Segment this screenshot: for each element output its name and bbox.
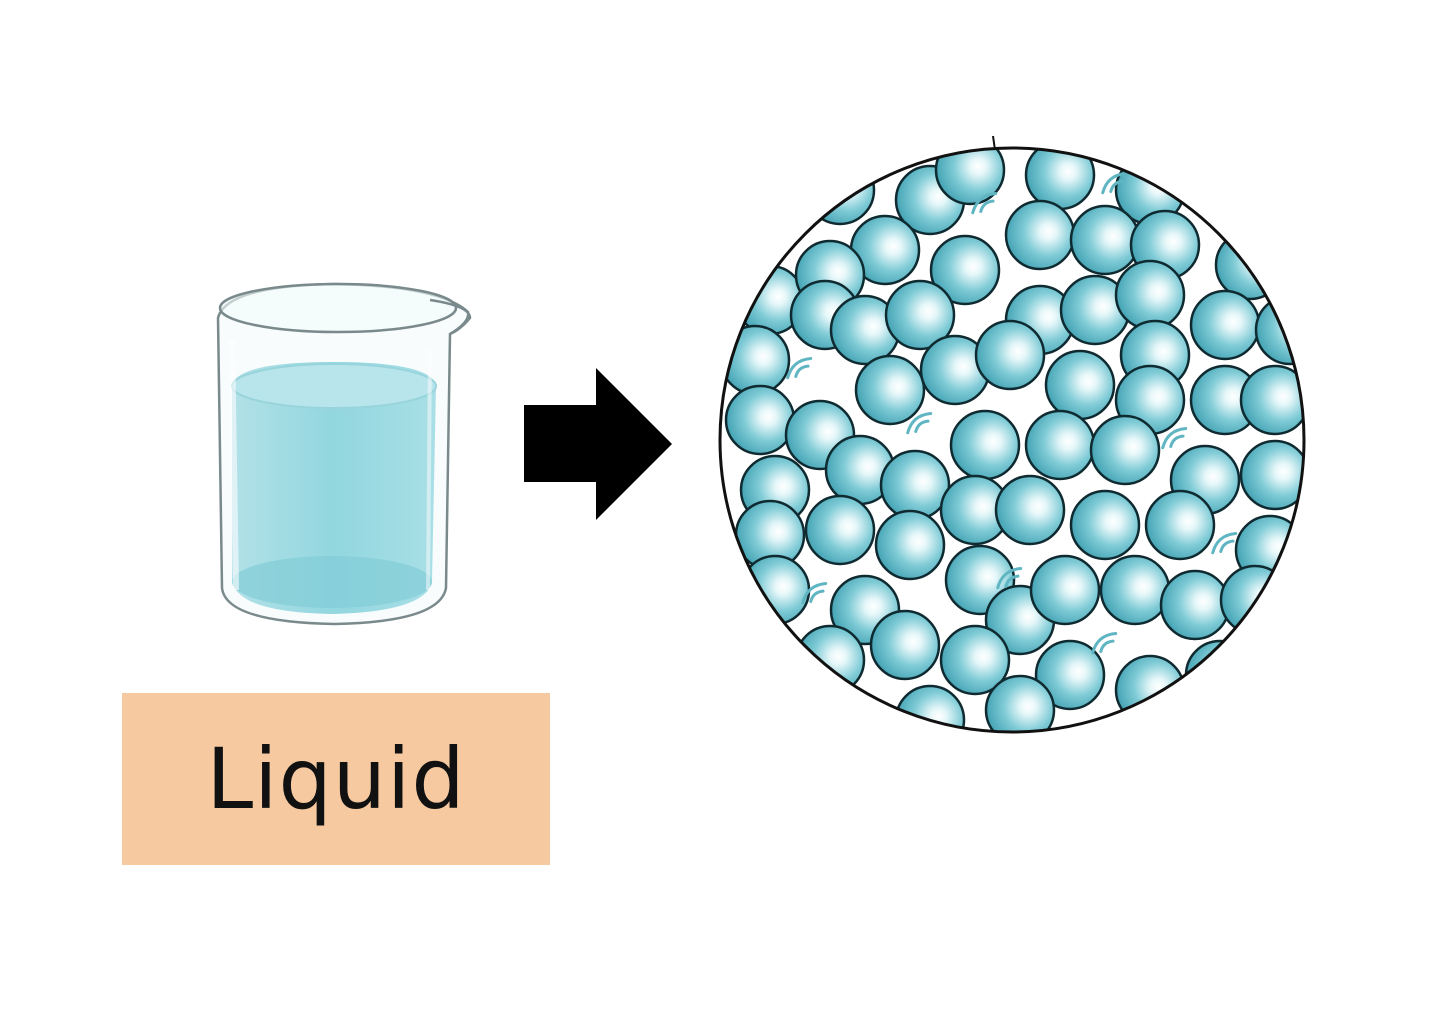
particle — [1114, 259, 1186, 331]
vibration-mark — [1169, 434, 1185, 448]
vibration-mark — [1219, 539, 1235, 553]
vibration-mark — [1091, 631, 1118, 655]
vibration-mark — [809, 589, 825, 603]
vibration-mark — [1211, 531, 1238, 555]
vibration-mark — [914, 419, 930, 433]
particle — [1069, 204, 1141, 276]
particle — [949, 409, 1021, 481]
state-label-text: Liquid — [206, 730, 466, 828]
particle — [939, 624, 1011, 696]
particle — [869, 609, 941, 681]
vibration-mark — [971, 191, 998, 215]
particle — [739, 554, 811, 626]
vibration-mark — [1004, 574, 1020, 588]
particle — [804, 494, 876, 566]
vibration-mark — [1109, 179, 1125, 193]
particle — [1034, 639, 1106, 711]
vibration-mark — [906, 411, 933, 435]
particle — [854, 354, 926, 426]
particle — [1029, 554, 1101, 626]
particle — [1024, 409, 1096, 481]
arrow-right-icon — [524, 368, 672, 520]
particle — [1159, 569, 1231, 641]
particle — [994, 474, 1066, 546]
particle — [1144, 489, 1216, 561]
particle — [1239, 364, 1304, 436]
particle — [1044, 349, 1116, 421]
particle — [974, 319, 1046, 391]
particle — [1004, 199, 1076, 271]
vibration-mark — [979, 199, 995, 213]
particle — [1099, 554, 1171, 626]
particle — [1184, 639, 1256, 711]
particle — [1089, 414, 1161, 486]
vibration-mark — [786, 356, 813, 380]
vibration-mark — [1161, 426, 1188, 450]
particle — [724, 384, 796, 456]
state-label: Liquid — [122, 693, 550, 865]
particle — [879, 449, 951, 521]
vibration-mark — [794, 364, 810, 378]
vibration-mark — [801, 581, 828, 605]
particle — [874, 509, 946, 581]
vibration-mark — [1101, 171, 1128, 195]
particle — [1114, 654, 1186, 726]
beaker-icon — [216, 282, 472, 626]
particle-view-circle — [718, 135, 1306, 734]
vibration-mark — [996, 566, 1023, 590]
particle — [1189, 289, 1261, 361]
particle — [1209, 164, 1281, 236]
particle — [1239, 439, 1304, 511]
particle — [929, 234, 1001, 306]
vibration-mark — [1099, 639, 1115, 653]
particle — [984, 674, 1056, 732]
particle — [884, 279, 956, 351]
particle — [1069, 489, 1141, 561]
